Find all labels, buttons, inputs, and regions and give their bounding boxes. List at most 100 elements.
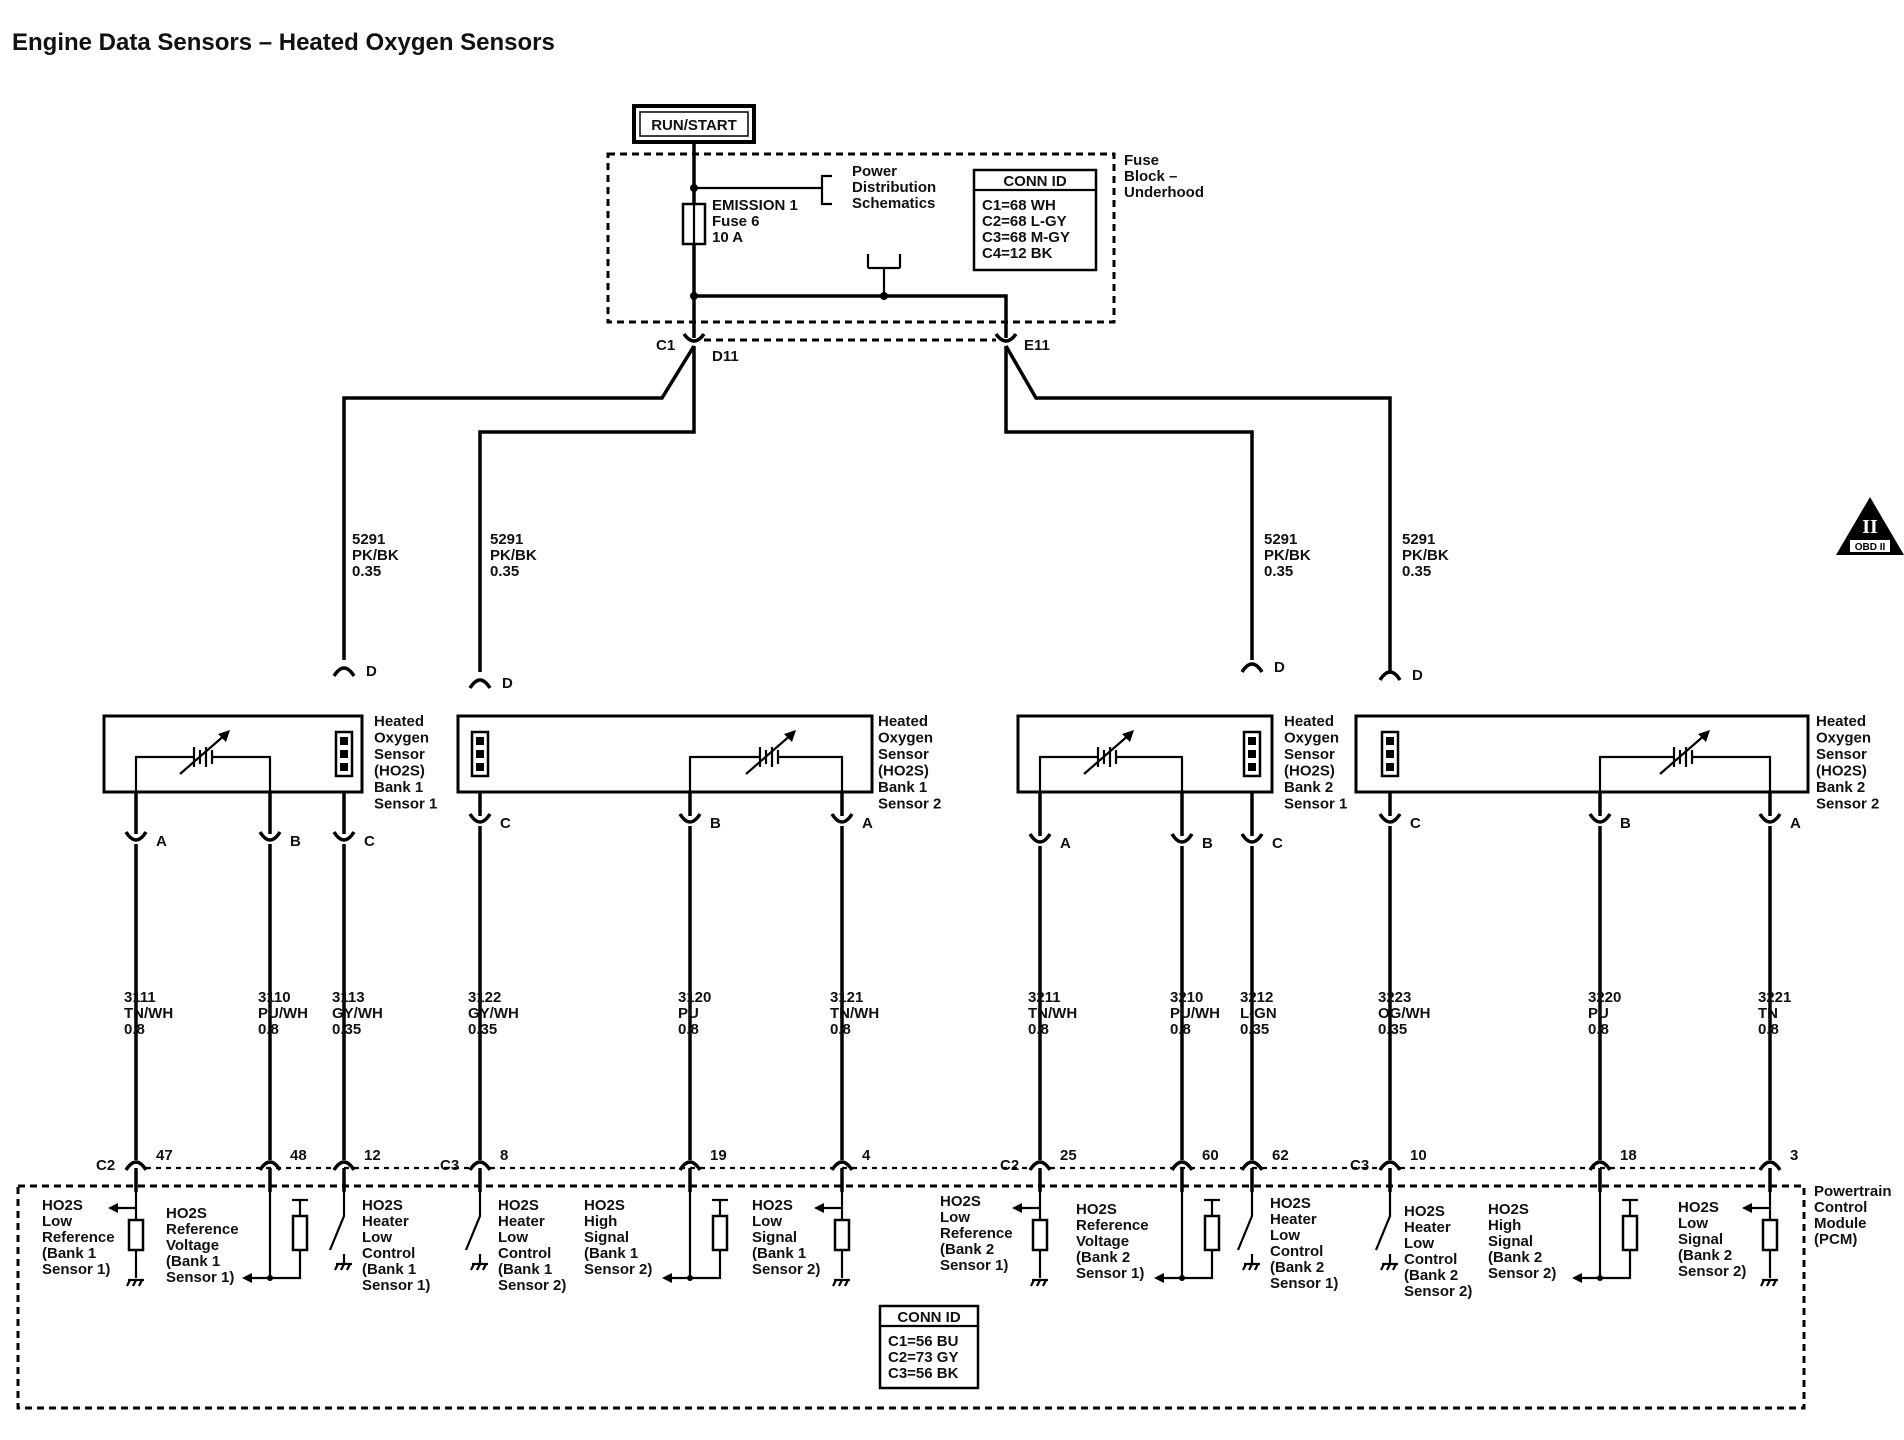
sensor-connector-A — [830, 813, 854, 824]
svg-text:HO2S: HO2S — [362, 1197, 403, 1214]
arrow-icon — [108, 1203, 118, 1213]
svg-text:0.35: 0.35 — [1402, 563, 1431, 580]
sensing-element-icon — [1083, 730, 1134, 775]
svg-text:PU/WH: PU/WH — [258, 1005, 308, 1022]
svg-text:0.8: 0.8 — [1170, 1021, 1191, 1038]
svg-text:Heater: Heater — [1270, 1211, 1317, 1228]
sensor-pin-label: C — [1272, 835, 1283, 852]
svg-text:Oxygen: Oxygen — [1816, 730, 1871, 747]
svg-text:Control: Control — [1270, 1243, 1323, 1260]
pcm-connector-pin — [124, 1160, 148, 1171]
sensor-pin-label: C — [1410, 815, 1421, 832]
svg-text:C1=56 BU: C1=56 BU — [888, 1333, 958, 1350]
svg-text:Control: Control — [498, 1245, 551, 1262]
sensor-connector-B — [1588, 813, 1612, 824]
svg-text:(Bank 1: (Bank 1 — [166, 1253, 220, 1270]
pcm-pin-label: 48 — [290, 1147, 307, 1164]
svg-text:3220: 3220 — [1588, 989, 1621, 1006]
svg-text:Signal: Signal — [1678, 1231, 1723, 1248]
emission-fuse: EMISSION 1 Fuse 6 10 A — [681, 197, 798, 246]
svg-text:PK/BK: PK/BK — [490, 547, 537, 564]
pin-label-d: D — [1274, 659, 1285, 676]
svg-text:C2=68 L-GY: C2=68 L-GY — [982, 213, 1067, 230]
pcm-pin-label: 25 — [1060, 1147, 1077, 1164]
svg-text:Reference: Reference — [1076, 1217, 1149, 1234]
sensor-connector-A — [1028, 833, 1052, 844]
svg-text:Sensor 2): Sensor 2) — [752, 1261, 820, 1278]
sensor-connector-A — [124, 831, 148, 842]
svg-text:Bank 1: Bank 1 — [374, 779, 423, 796]
pcm-connector-pin — [830, 1160, 854, 1171]
svg-text:Bank 1: Bank 1 — [878, 779, 927, 796]
resistor-icon — [1031, 1218, 1049, 1252]
svg-text:Oxygen: Oxygen — [374, 730, 429, 747]
arrow-icon — [242, 1273, 252, 1283]
sensing-element-icon — [179, 730, 230, 775]
svg-text:Low: Low — [362, 1229, 392, 1246]
svg-text:Bank 2: Bank 2 — [1816, 779, 1865, 796]
run-start-label: RUN/START — [632, 104, 756, 144]
switch-icon — [1374, 1192, 1392, 1264]
svg-text:(Bank 2: (Bank 2 — [1270, 1259, 1324, 1276]
svg-text:Sensor: Sensor — [374, 746, 425, 763]
svg-text:EMISSION 1: EMISSION 1 — [712, 197, 798, 214]
pcm-name: Powertrain Control Module (PCM) — [1814, 1183, 1892, 1248]
svg-text:E11: E11 — [1024, 337, 1050, 354]
svg-text:3211: 3211 — [1028, 989, 1061, 1006]
svg-text:3210: 3210 — [1170, 989, 1203, 1006]
connector-d-3 — [1240, 662, 1264, 673]
pcm-connector-pin — [332, 1160, 356, 1171]
ground-icon — [1242, 1262, 1260, 1271]
svg-text:(HO2S): (HO2S) — [1816, 763, 1867, 780]
pcm-connector-name: C2 — [1000, 1157, 1019, 1174]
svg-text:PU: PU — [678, 1005, 699, 1022]
svg-text:0.8: 0.8 — [1588, 1021, 1609, 1038]
switch-icon — [1236, 1192, 1254, 1264]
svg-text:Sensor 2): Sensor 2) — [498, 1277, 566, 1294]
svg-text:High: High — [584, 1213, 617, 1230]
sensor-pin-label: B — [1620, 815, 1631, 832]
svg-text:5291: 5291 — [1264, 531, 1297, 548]
svg-text:Underhood: Underhood — [1124, 184, 1204, 201]
ground-icon — [470, 1262, 488, 1271]
svg-text:Module: Module — [1814, 1215, 1867, 1232]
pcm-conn-id: CONN ID C1=56 BU C2=73 GY C3=56 BK — [878, 1304, 980, 1390]
svg-text:Voltage: Voltage — [166, 1237, 219, 1254]
pcm-connector-name: C3 — [1350, 1157, 1369, 1174]
svg-text:Low: Low — [752, 1213, 782, 1230]
svg-text:Heated: Heated — [1816, 713, 1866, 730]
svg-text:HO2S: HO2S — [1270, 1195, 1311, 1212]
svg-text:Sensor: Sensor — [1816, 746, 1867, 763]
resistor-icon — [1621, 1214, 1639, 1252]
pin-label-d: D — [502, 675, 513, 692]
svg-text:Sensor 2): Sensor 2) — [1404, 1283, 1472, 1300]
svg-text:RUN/START: RUN/START — [651, 117, 737, 134]
svg-text:Sensor 1): Sensor 1) — [42, 1261, 110, 1278]
svg-text:3110: 3110 — [258, 989, 291, 1006]
svg-text:0.35: 0.35 — [490, 563, 519, 580]
pin-label-d: D — [366, 663, 377, 680]
svg-text:PK/BK: PK/BK — [1402, 547, 1449, 564]
svg-text:(PCM): (PCM) — [1814, 1231, 1857, 1248]
svg-text:HO2S: HO2S — [1404, 1203, 1445, 1220]
svg-text:Signal: Signal — [584, 1229, 629, 1246]
svg-text:Power: Power — [852, 163, 897, 180]
pcm-connector-pin — [468, 1160, 492, 1171]
svg-text:HO2S: HO2S — [584, 1197, 625, 1214]
connector-d-2 — [468, 678, 492, 689]
svg-text:Sensor: Sensor — [878, 746, 929, 763]
arrow-icon — [1012, 1203, 1022, 1213]
svg-text:0.8: 0.8 — [678, 1021, 699, 1038]
arrow-icon — [1742, 1203, 1752, 1213]
pcm-pin-label: 60 — [1202, 1147, 1219, 1164]
svg-text:PK/BK: PK/BK — [352, 547, 399, 564]
